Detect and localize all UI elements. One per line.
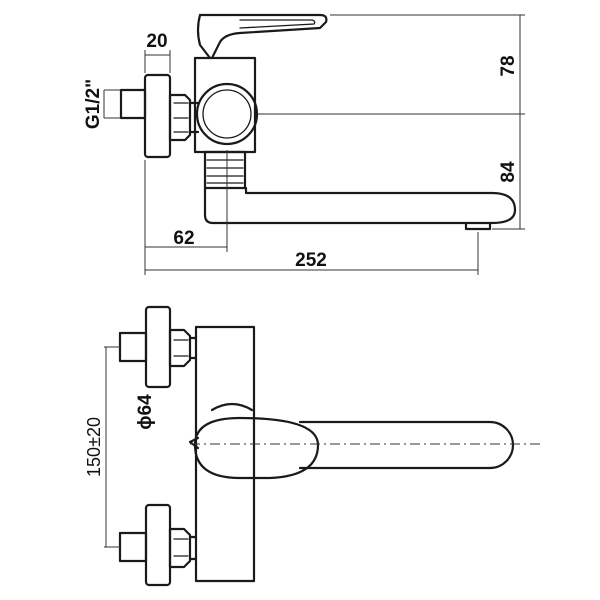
front-view-dimensions: 150±20 ϕ64	[84, 346, 540, 548]
front-upper-stub	[118, 331, 148, 363]
front-faucet-body	[194, 325, 256, 583]
side-wall-flange	[143, 73, 172, 159]
side-nut	[168, 93, 192, 142]
side-cartridge-housing	[195, 82, 259, 146]
side-lever-handle	[198, 13, 328, 60]
dim-64-label: ϕ64	[135, 394, 156, 430]
dim-thread-label: G1/2"	[83, 79, 104, 129]
dim-78-label: 78	[498, 55, 519, 76]
side-aerator	[464, 221, 492, 231]
front-lever-handle	[193, 416, 320, 480]
dim-20-label: 20	[146, 31, 167, 52]
side-view-dimensions: 20 G1/2" 78 84 62 252	[83, 14, 525, 275]
front-upper-nut	[168, 328, 192, 368]
front-view	[118, 305, 515, 587]
front-lower-flange	[144, 503, 172, 587]
front-spout	[298, 420, 515, 470]
dim-150-label: 150±20	[84, 417, 104, 477]
side-connector-stub	[119, 88, 147, 120]
side-faucet-body	[193, 56, 257, 154]
dim-84-label: 84	[498, 161, 519, 183]
side-spout	[203, 186, 517, 225]
front-round-cover	[210, 402, 254, 412]
front-lower-nut	[168, 527, 192, 569]
side-view	[119, 13, 517, 231]
dim-252-label: 252	[295, 250, 327, 271]
front-lower-stub	[118, 531, 148, 563]
dim-62-label: 62	[173, 228, 194, 249]
front-upper-flange	[144, 305, 172, 389]
